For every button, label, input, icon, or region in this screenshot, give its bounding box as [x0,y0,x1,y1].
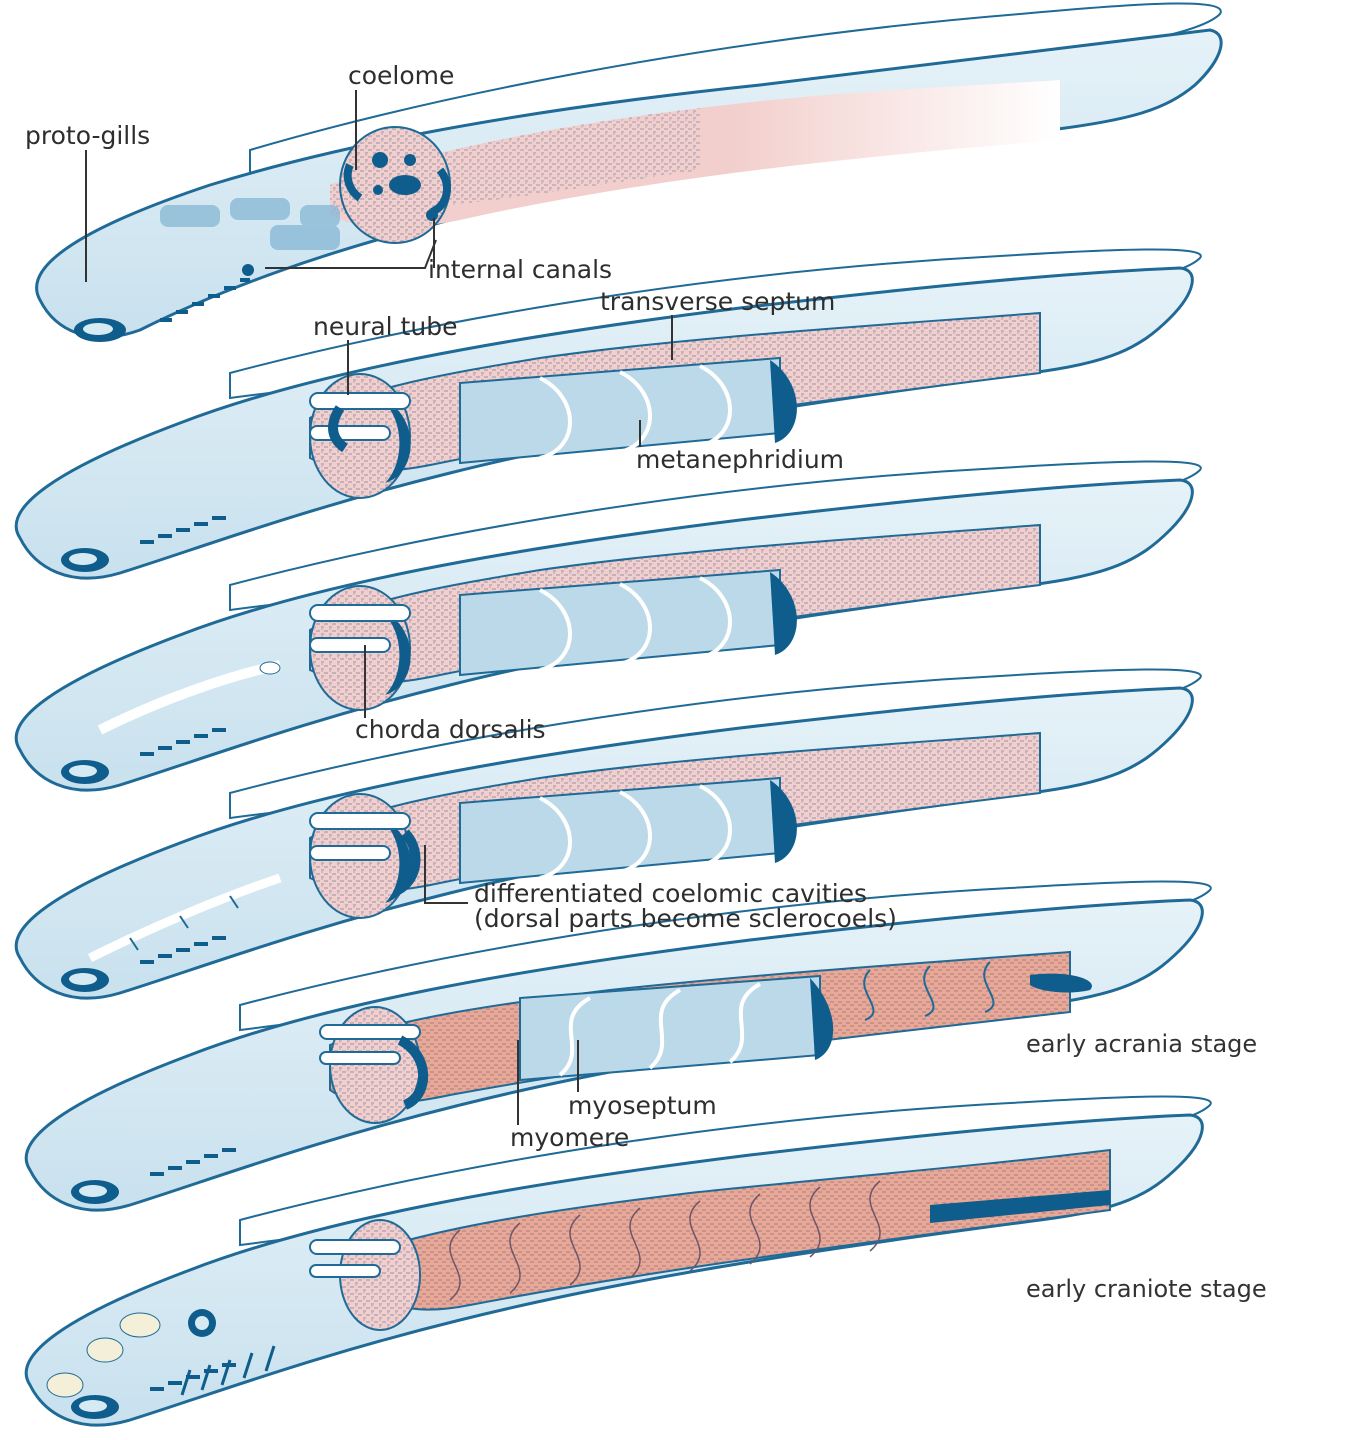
label-neural-tube: neural tube [313,313,457,341]
label-internal-canals: internal canals [428,256,612,284]
label-metanephridium: metanephridium [636,446,844,474]
stage-label-early-craniote: early craniote stage [1026,1275,1267,1303]
label-dorsal-parts-sclerocoels: (dorsal parts become sclerocoels) [474,905,897,933]
label-proto-gills: proto-gills [25,122,150,150]
label-myoseptum: myoseptum [568,1092,717,1120]
label-chorda-dorsalis: chorda dorsalis [355,716,546,744]
label-coelome: coelome [348,62,454,90]
stage-label-early-acrania: early acrania stage [1026,1030,1257,1058]
label-myomere: myomere [510,1124,629,1152]
label-transverse-septum: transverse septum [600,288,835,316]
